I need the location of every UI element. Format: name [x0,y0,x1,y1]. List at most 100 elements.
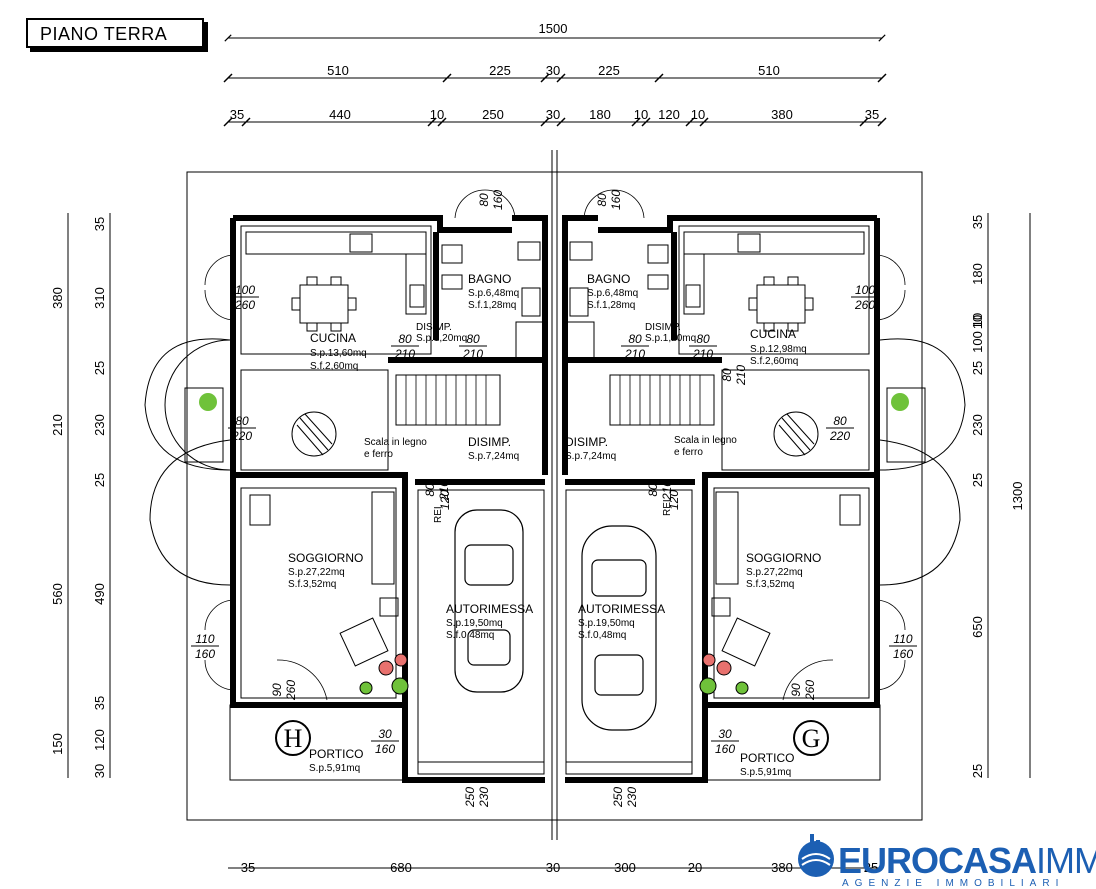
svg-text:S.p.13,60mq: S.p.13,60mq [310,348,367,359]
room-disimp-left: DISIMP. S.p.7,24mq [468,435,519,462]
dining-table-left [291,276,357,332]
svg-text:CUCINA: CUCINA [310,331,356,345]
opening-width: 30 [718,727,732,741]
dim-label: 250 [482,107,504,122]
svg-text:Scala in legno: Scala in legno [364,437,427,448]
stairs-note-left: Scala in legno e ferro [364,437,427,460]
opening-height: 160 [715,742,735,756]
round-tables [291,411,819,457]
eurocasa-logo: EUROCASAIMM AGENZIE IMMOBILIARI [796,830,1096,889]
svg-text:S.f.1,28mq: S.f.1,28mq [468,300,516,311]
stairs-left [395,374,501,426]
dim-label: 300 [614,860,636,875]
dim-tick [427,117,437,127]
svg-text:DISIMP.: DISIMP. [645,322,681,333]
dim-label: 35 [92,217,107,231]
unit-letter-right: G [793,720,829,756]
opening-height: 160 [609,190,623,210]
opening-height: 160 [893,647,913,661]
svg-text:e ferro: e ferro [364,449,393,460]
opening-width: 80 [235,414,249,428]
dim-tick [631,117,641,127]
svg-text:DISIMP.: DISIMP. [468,435,511,449]
opening-width: 80 [477,193,491,207]
dim-label: 35 [970,215,985,229]
room-soggiorno-left: SOGGIORNO S.p.27,22mq S.f.3,52mq [288,551,363,590]
dim-label: 20 [688,860,702,875]
dim-label: 30 [546,107,560,122]
sofas [249,491,861,667]
room-bagno-left: BAGNO S.p.6,48mq S.f.1,28mq [468,272,519,311]
dim-tick [877,117,887,127]
logo-brand: EUROCASAIMM [838,840,1096,881]
svg-text:DISIMP.: DISIMP. [565,435,608,449]
stairs-right [609,374,715,426]
opening-width: 80 [646,483,660,497]
dim-label: 35 [865,107,879,122]
dim-label: 25 [970,473,985,487]
room-disimp-small-left: DISIMP. S.p.1,20mq [416,322,467,344]
dim-label: 380 [50,287,65,309]
svg-text:S.f.1,28mq: S.f.1,28mq [587,300,635,311]
svg-text:AUTORIMESSA: AUTORIMESSA [446,602,533,616]
svg-text:S.p.6,48mq: S.p.6,48mq [587,288,638,299]
svg-text:e ferro: e ferro [674,447,703,458]
dim-tick [241,117,251,127]
rei-label-right: REI [662,499,673,516]
dim-label: 10 [430,107,444,122]
svg-text:S.p.6,48mq: S.p.6,48mq [468,288,519,299]
dim-label: 510 [758,63,780,78]
dim-label: 120 [658,107,680,122]
rei-width-right: 120 [667,490,681,510]
svg-text:H: H [284,724,303,753]
room-cucina-left: CUCINA S.p.13,60mq S.f.2,60mq [310,331,367,372]
right-curve-top [879,338,966,471]
dimension-lines-right [987,213,1031,778]
unit-letter-left: H [275,720,311,756]
room-cucina-right: CUCINA S.p.12,98mq S.f.2,60mq [750,327,807,367]
dim-label: 650 [970,616,985,638]
opening-width: 80 [696,332,710,346]
opening-width: 80 [833,414,847,428]
dim-label: 180 [970,263,985,285]
dining-table-right [748,276,814,332]
svg-text:DISIMP.: DISIMP. [416,322,452,333]
title-box: PIANO TERRA [26,18,204,48]
opening-width: 30 [378,727,392,741]
dim-label: 35 [92,696,107,710]
dim-label: 25 [92,361,107,375]
opening-height: 230 [625,787,639,808]
room-portico-right: PORTICO S.p.5,91mq [740,751,794,778]
dim-label: 680 [390,860,412,875]
svg-text:AUTORIMESSA: AUTORIMESSA [578,602,665,616]
dim-label: 30 [546,63,560,78]
opening-width: 250 [463,787,477,808]
dim-label: 560 [50,583,65,605]
dim-tick [556,117,566,127]
opening-height: 210 [437,480,451,501]
dim-tick [685,117,695,127]
kitchen-counters [245,231,865,315]
svg-text:BAGNO: BAGNO [468,272,511,286]
opening-height: 160 [375,742,395,756]
room-soggiorno-right: SOGGIORNO S.p.27,22mq S.f.3,52mq [746,551,821,590]
opening-height: 210 [394,347,415,361]
dim-label: 150 [50,733,65,755]
dim-label: 35 [230,107,244,122]
dim-label: 120 [92,729,107,751]
dim-label: 25 [970,764,985,778]
car-left [454,509,524,693]
opening-height: 160 [195,647,215,661]
dim-label: 35 [241,860,255,875]
dimension-lines-left [67,213,111,778]
right-curve-bottom [879,439,961,586]
opening-height: 260 [854,298,875,312]
opening-height: 210 [624,347,645,361]
svg-text:S.p.7,24mq: S.p.7,24mq [468,451,519,462]
dim-tick [223,117,233,127]
opening-width: 100 [855,283,875,297]
